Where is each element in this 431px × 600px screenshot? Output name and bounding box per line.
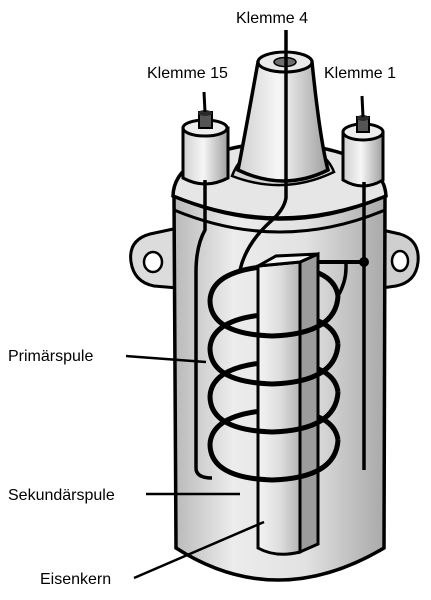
leader-primary-coil	[125, 354, 207, 364]
terminal-post-1	[341, 95, 385, 188]
terminal-post-15	[181, 91, 230, 186]
mounting-bracket-right	[380, 228, 420, 290]
label-terminal-4: Klemme 4	[236, 10, 308, 27]
leader-lines	[125, 354, 265, 580]
hv-lead-wire	[238, 30, 288, 271]
label-terminal-15: Klemme 15	[147, 65, 228, 82]
label-primary-coil: Primärspule	[8, 348, 93, 365]
primary-lead-wire	[194, 180, 213, 480]
housing-rim	[172, 196, 387, 234]
label-secondary-coil: Sekundärspule	[8, 487, 115, 504]
label-iron-core: Eisenkern	[40, 571, 111, 588]
iron-core	[256, 251, 320, 556]
junction-dot	[359, 257, 369, 267]
leader-iron-core	[133, 520, 265, 580]
label-terminal-1: Klemme 1	[324, 65, 396, 82]
mounting-bracket-left	[129, 226, 180, 290]
coil-windings-front	[207, 295, 341, 483]
hv-tower	[236, 50, 331, 183]
winding-return-wire	[336, 262, 348, 297]
